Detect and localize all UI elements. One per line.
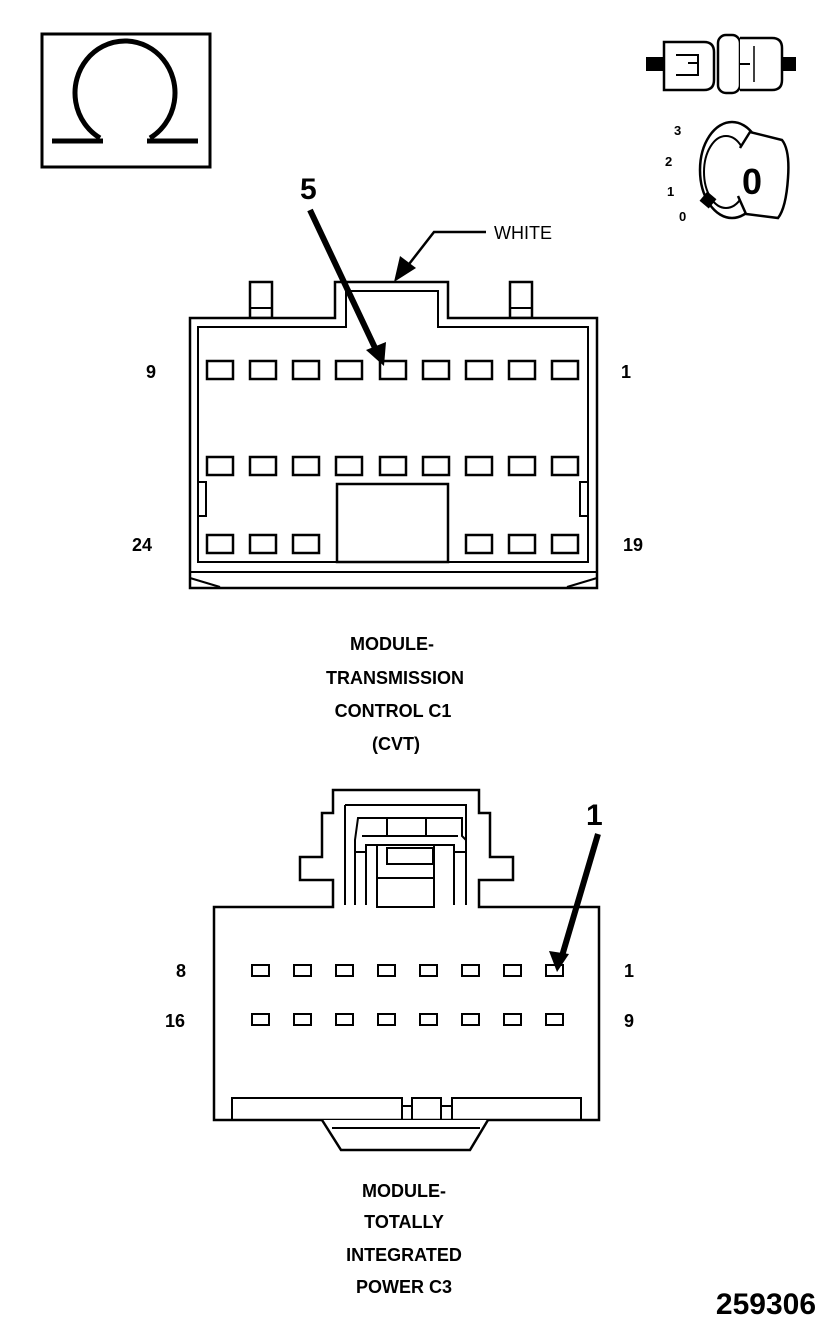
c3-cavity <box>377 1013 396 1026</box>
c3-cavity <box>293 964 312 977</box>
c1-cavity <box>291 359 321 381</box>
c1-cavity <box>248 455 278 477</box>
c1-cavities <box>205 359 580 555</box>
ignition-key-icon: 3 2 1 0 0 <box>665 120 790 224</box>
ignition-position-0: 0 <box>679 209 686 224</box>
c3-callout-arrow <box>559 833 601 957</box>
c3-cavity <box>419 1013 438 1026</box>
c3-caption-line-4: POWER C3 <box>356 1277 452 1297</box>
c3-cavity <box>335 964 354 977</box>
c1-color-leader <box>405 230 486 269</box>
c3-cavity <box>461 1013 480 1026</box>
c1-cavity <box>205 359 235 381</box>
c3-pin-label-9: 9 <box>624 1011 634 1031</box>
c3-caption-line-3: INTEGRATED <box>346 1245 462 1265</box>
c3-pin-label-16: 16 <box>165 1011 185 1031</box>
c3-cavity <box>335 1013 354 1026</box>
c1-caption-line-3: CONTROL C1 <box>335 701 452 721</box>
ignition-position-1: 1 <box>667 184 674 199</box>
c1-caption-line-4: (CVT) <box>372 734 420 754</box>
c3-cavity <box>545 1013 564 1026</box>
c3-pin-label-1: 1 <box>624 961 634 981</box>
c1-cavity <box>464 455 494 477</box>
c1-cavity <box>248 359 278 381</box>
c3-cavity <box>377 964 396 977</box>
c1-cavity <box>291 533 321 555</box>
c3-callout-arrowhead <box>549 951 569 972</box>
c3-callout-number: 1 <box>586 799 603 832</box>
c3-cavity <box>419 964 438 977</box>
c1-cavity <box>248 533 278 555</box>
c1-callout-arrowhead <box>366 342 386 366</box>
c1-cavity <box>507 533 537 555</box>
c1-cavity <box>507 359 537 381</box>
c1-caption-line-2: TRANSMISSION <box>326 668 464 688</box>
c3-caption-line-2: TOTALLY <box>364 1212 444 1232</box>
ignition-key-label: 0 <box>742 161 762 202</box>
connector-c3: 8 1 16 9 1 MODULE- TOTALLY INTEGRATED PO… <box>165 788 634 1297</box>
c1-cavity <box>421 359 451 381</box>
c1-pin-label-1: 1 <box>621 362 631 382</box>
c3-cavity <box>503 1013 522 1026</box>
c1-pin-label-19: 19 <box>623 535 643 555</box>
c3-cavity <box>251 1013 270 1026</box>
c1-cavity <box>421 455 451 477</box>
c1-cavity <box>378 455 408 477</box>
c1-cavity <box>291 455 321 477</box>
c1-callout-number: 5 <box>300 173 317 206</box>
c1-cavity <box>550 455 580 477</box>
c1-color-arrowhead <box>394 256 416 282</box>
c1-cavity <box>507 455 537 477</box>
c3-cavity <box>251 964 270 977</box>
c1-cavity <box>550 533 580 555</box>
c3-caption-line-1: MODULE- <box>362 1181 446 1201</box>
c3-cavity <box>293 1013 312 1026</box>
c1-cavity <box>464 359 494 381</box>
ohmmeter-icon <box>40 32 212 169</box>
c3-cavities <box>251 964 564 1026</box>
c1-cavity <box>205 455 235 477</box>
c1-cavity <box>334 455 364 477</box>
c1-pin-label-24: 24 <box>132 535 152 555</box>
connector-disconnected-icon <box>646 33 796 95</box>
ignition-position-2: 2 <box>665 154 672 169</box>
connector-c1: 9 1 24 19 5 WHITE MODULE- TRANSMISSION C… <box>132 173 643 754</box>
c1-cavity <box>378 359 408 381</box>
c1-cavity <box>464 533 494 555</box>
c3-pin-label-8: 8 <box>176 961 186 981</box>
figure-number: 259306 <box>716 1288 816 1321</box>
c1-cavity <box>205 533 235 555</box>
c1-pin-label-9: 9 <box>146 362 156 382</box>
c3-cavity <box>461 964 480 977</box>
c1-caption-line-1: MODULE- <box>350 634 434 654</box>
c1-cavity <box>334 359 364 381</box>
c3-cavity <box>503 964 522 977</box>
c1-callout-arrow <box>307 208 379 352</box>
c1-color-label: WHITE <box>494 223 552 243</box>
ignition-position-3: 3 <box>674 123 681 138</box>
c1-cavity <box>550 359 580 381</box>
